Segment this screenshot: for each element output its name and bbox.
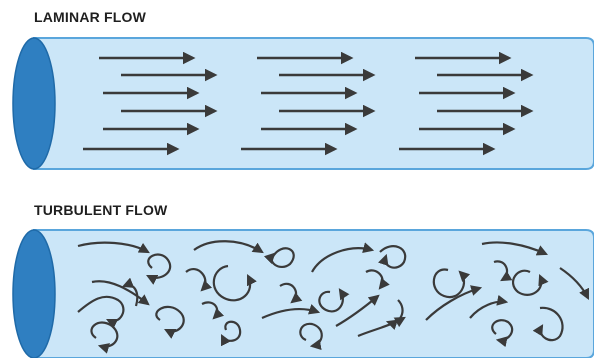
eddy-arrow	[512, 269, 549, 296]
laminar-streamlines	[83, 51, 534, 156]
eddy-arrow	[559, 267, 589, 300]
eddy-arrow	[193, 240, 264, 254]
eddy-arrow	[432, 268, 471, 299]
eddy-arrow	[385, 299, 404, 330]
eddy-arrow	[263, 247, 295, 269]
eddy-arrow	[318, 288, 350, 313]
eddy-arrow	[212, 264, 257, 302]
laminar-pipe-end	[12, 37, 56, 170]
eddy-arrow	[425, 285, 483, 321]
eddy-arrow	[261, 304, 321, 320]
eddy-arrow	[77, 241, 150, 254]
eddy-arrow	[335, 294, 380, 327]
eddy-arrow	[532, 306, 564, 342]
eddy-arrow	[185, 268, 213, 292]
laminar-flow-title: LAMINAR FLOW	[34, 9, 147, 25]
eddy-arrow	[481, 241, 549, 256]
turbulent-flow-title: TURBULENT FLOW	[34, 202, 168, 218]
eddy-arrow	[90, 321, 119, 354]
eddy-arrow	[357, 316, 406, 338]
eddy-arrow	[221, 320, 242, 347]
eddy-arrow	[121, 277, 139, 307]
eddy-arrow	[155, 305, 185, 339]
turbulent-pipe-end	[12, 229, 56, 358]
laminar-pipe	[12, 37, 594, 170]
eddy-arrow	[469, 294, 509, 319]
eddy-arrow	[91, 280, 150, 306]
laminar-pipe-body	[33, 37, 594, 170]
eddy-arrow	[201, 301, 225, 320]
eddy-arrow	[491, 319, 514, 348]
eddy-arrow	[299, 322, 323, 350]
eddy-arrow	[279, 282, 303, 304]
eddy-arrow	[311, 242, 375, 273]
eddy-arrow	[378, 245, 407, 269]
turbulent-eddies	[77, 240, 589, 354]
eddy-arrow	[365, 269, 390, 290]
eddy-arrow	[77, 295, 125, 329]
eddy-arrow	[146, 253, 172, 285]
eddy-arrow	[493, 260, 513, 282]
